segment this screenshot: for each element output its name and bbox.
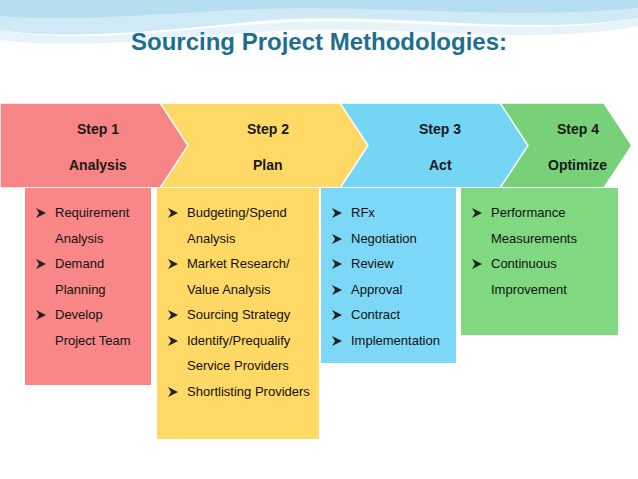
arrow-bullet [167, 309, 179, 321]
arrow-bullet-shape [332, 259, 342, 269]
chevron-outline [160, 103, 372, 188]
bullet-item: Market Research/ Value Analysis [165, 251, 313, 302]
arrow-bullet [331, 309, 343, 321]
bullet-item: Performance Measurements [469, 200, 612, 251]
arrow-bullet-shape [332, 336, 342, 346]
activity-text: Shortlisting Providers [187, 384, 310, 399]
bullet-item: Budgeting/Spend Analysis [165, 200, 313, 251]
activity-text: Budgeting/Spend Analysis [187, 205, 287, 246]
step-chevron: Step 4 Optimize [500, 103, 632, 188]
arrow-bullet [331, 258, 343, 270]
arrow-bullet-shape [168, 259, 178, 269]
arrow-bullet-shape [472, 259, 482, 269]
activity-text: Market Research/ Value Analysis [187, 256, 290, 297]
bullet-item: Develop Project Team [33, 302, 145, 353]
arrow-bullet [331, 233, 343, 245]
chevron-shape [0, 103, 190, 188]
arrow-bullet-shape [168, 336, 178, 346]
activity-text: Continuous Improvement [491, 256, 567, 297]
arrow-bullet-shape [36, 208, 46, 218]
bullet-item: Continuous Improvement [469, 251, 612, 302]
diagram-title: Sourcing Project Methodologies: [0, 28, 638, 56]
activity-text: Review [351, 256, 394, 271]
step-number: Step 3 [419, 121, 461, 137]
bullet-item: Contract [329, 302, 450, 328]
chevron-outline [500, 103, 632, 188]
arrow-bullet [331, 207, 343, 219]
bullet-item: Negotiation [329, 226, 450, 252]
arrow-bullet-shape [36, 259, 46, 269]
arrow-bullet [35, 258, 47, 270]
activity-text: Implementation [351, 333, 440, 348]
arrow-bullet-shape [332, 234, 342, 244]
step-name: Optimize [548, 157, 607, 173]
bullet-item: Shortlisting Providers [165, 379, 313, 405]
arrow-bullet [167, 258, 179, 270]
arrow-bullet [471, 258, 483, 270]
chevron-outline [0, 103, 190, 188]
activity-box: Performance MeasurementsContinuous Impro… [461, 188, 618, 335]
arrow-bullet [35, 207, 47, 219]
activity-text: Requirement Analysis [55, 205, 129, 246]
swoosh-band [0, 0, 638, 18]
bullet-item: Requirement Analysis [33, 200, 145, 251]
arrow-bullet [167, 207, 179, 219]
chevron-shape [160, 103, 372, 188]
bullet-item: Sourcing Strategy [165, 302, 313, 328]
activity-box: Requirement AnalysisDemand PlanningDevel… [25, 188, 151, 385]
bullet-item: Approval [329, 277, 450, 303]
chevron-shape [340, 103, 530, 188]
bullet-item: Review [329, 251, 450, 277]
step-chevron: Step 1 Analysis [0, 103, 190, 188]
activity-text: Demand Planning [55, 256, 106, 297]
arrow-bullet [331, 335, 343, 347]
step-number: Step 4 [557, 121, 599, 137]
activity-text: Contract [351, 307, 400, 322]
bullet-item: RFx [329, 200, 450, 226]
activity-box: RFxNegotiationReviewApprovalContractImpl… [321, 188, 456, 363]
activity-text: Negotiation [351, 231, 417, 246]
activity-text: Approval [351, 282, 402, 297]
activity-text: Performance Measurements [491, 205, 577, 246]
bullet-item: Demand Planning [33, 251, 145, 302]
arrow-bullet [471, 207, 483, 219]
arrow-bullet [331, 284, 343, 296]
step-name: Analysis [69, 157, 127, 173]
arrow-bullet-shape [332, 208, 342, 218]
arrow-bullet [167, 386, 179, 398]
step-chevron: Step 2 Plan [160, 103, 372, 188]
step-name: Plan [253, 157, 283, 173]
activity-text: Develop Project Team [55, 307, 131, 348]
activity-text: Sourcing Strategy [187, 307, 290, 322]
step-name: Act [429, 157, 452, 173]
arrow-bullet [167, 335, 179, 347]
arrow-bullet [35, 309, 47, 321]
chevron-shape [500, 103, 632, 188]
arrow-bullet-shape [168, 387, 178, 397]
step-number: Step 2 [247, 121, 289, 137]
arrow-bullet-shape [168, 208, 178, 218]
step-number: Step 1 [77, 121, 119, 137]
bullet-item: Implementation [329, 328, 450, 354]
bullet-item: Identify/Prequalify Service Providers [165, 328, 313, 379]
arrow-bullet-shape [332, 310, 342, 320]
chevron-outline [340, 103, 530, 188]
activity-text: Identify/Prequalify Service Providers [187, 333, 290, 374]
activity-box: Budgeting/Spend AnalysisMarket Research/… [157, 188, 319, 439]
arrow-bullet-shape [472, 208, 482, 218]
activity-text: RFx [351, 205, 375, 220]
step-chevron: Step 3 Act [340, 103, 530, 188]
arrow-bullet-shape [332, 285, 342, 295]
arrow-bullet-shape [36, 310, 46, 320]
arrow-bullet-shape [168, 310, 178, 320]
